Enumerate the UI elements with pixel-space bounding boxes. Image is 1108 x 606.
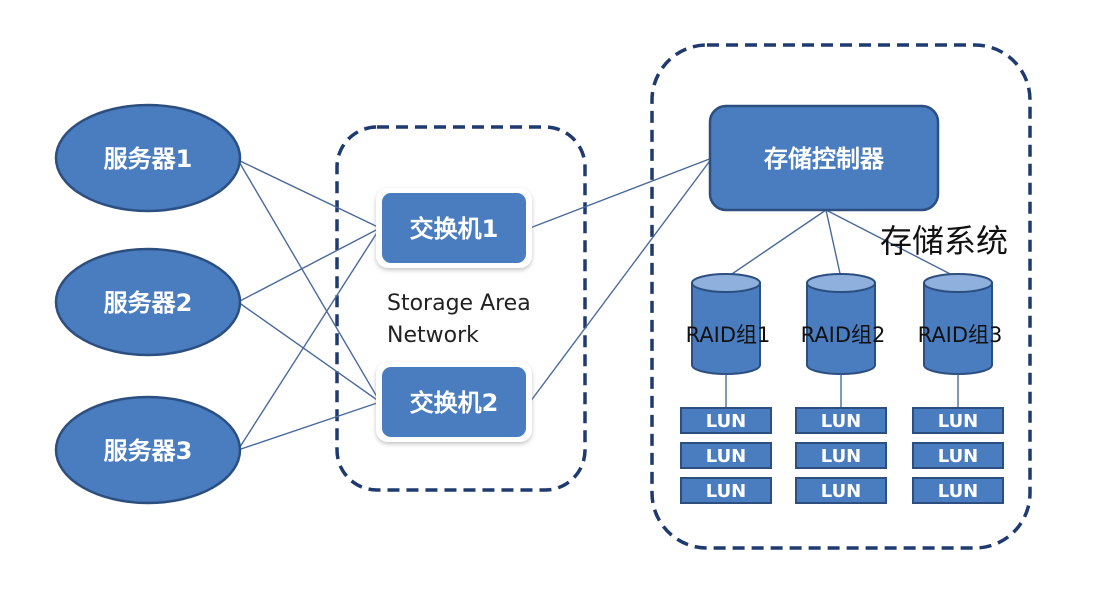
storage-controller-node[interactable]: 存储控制器 <box>708 104 940 212</box>
lun-rect <box>795 477 887 504</box>
switch-label: 交换机2 <box>410 389 499 417</box>
cylinder-top <box>923 273 993 293</box>
lun-box[interactable]: LUN <box>912 442 1004 469</box>
server-node-1[interactable]: 服务器1 <box>54 103 242 213</box>
cylinder-icon <box>923 282 993 375</box>
lun-label: LUN <box>938 446 979 467</box>
connection-links <box>237 157 959 451</box>
link-controller-to-raid-2 <box>825 209 842 279</box>
controller-label: 存储控制器 <box>764 145 885 173</box>
lun-rect <box>912 477 1004 504</box>
link-controller-to-raid-1 <box>725 209 827 279</box>
server-label: 服务器2 <box>104 289 193 317</box>
storage-system-boundary <box>650 43 1032 550</box>
link-server-2-to-switch-2 <box>237 301 381 403</box>
server-label: 服务器3 <box>104 437 193 465</box>
lun-box[interactable]: LUN <box>680 442 772 469</box>
lun-label: LUN <box>706 446 747 467</box>
lun-label: LUN <box>821 481 862 502</box>
san-boundary <box>335 125 587 492</box>
raid-label: RAID组1 <box>686 323 771 347</box>
link-server-1-to-switch-2 <box>237 159 381 403</box>
lun-rect <box>912 442 1004 469</box>
lun-label: LUN <box>938 411 979 432</box>
cylinder-top <box>691 273 761 293</box>
server-node-3[interactable]: 服务器3 <box>54 395 242 505</box>
server-label: 服务器1 <box>104 145 193 173</box>
lun-label: LUN <box>706 411 747 432</box>
lun-box[interactable]: LUN <box>795 407 887 434</box>
san-label-line2: Network <box>387 323 479 348</box>
lun-box[interactable]: LUN <box>912 477 1004 504</box>
lun-box[interactable]: LUN <box>795 442 887 469</box>
lun-rect <box>912 407 1004 434</box>
lun-box[interactable]: LUN <box>912 407 1004 434</box>
link-server-2-to-switch-1 <box>237 227 381 303</box>
lun-rect <box>680 442 772 469</box>
lun-label: LUN <box>706 481 747 502</box>
lun-label: LUN <box>938 481 979 502</box>
lun-box[interactable]: LUN <box>680 477 772 504</box>
lun-rect <box>795 407 887 434</box>
server-node-2[interactable]: 服务器2 <box>54 247 242 357</box>
link-server-1-to-switch-1 <box>237 159 381 229</box>
raid-label: RAID组3 <box>918 323 1003 347</box>
lun-rect <box>680 407 772 434</box>
link-switch-1-to-controller <box>529 157 713 229</box>
switch-label: 交换机1 <box>410 215 499 243</box>
switch-node-1[interactable]: 交换机1 <box>376 188 532 268</box>
link-server-3-to-switch-1 <box>237 227 381 451</box>
raid-label: RAID组2 <box>801 323 886 347</box>
lun-rect <box>680 477 772 504</box>
lun-box[interactable]: LUN <box>680 407 772 434</box>
lun-box[interactable]: LUN <box>795 477 887 504</box>
storage-system-label: 存储系统 <box>880 222 1008 260</box>
cylinder-icon <box>691 282 761 375</box>
lun-rect <box>795 442 887 469</box>
switch-node-2[interactable]: 交换机2 <box>376 362 532 442</box>
cylinder-top <box>806 273 876 293</box>
link-switch-2-to-controller <box>529 157 713 403</box>
link-controller-to-raid-3 <box>825 209 959 279</box>
lun-label: LUN <box>821 446 862 467</box>
link-server-3-to-switch-2 <box>237 401 381 451</box>
san-label-line1: Storage Area <box>387 291 531 316</box>
cylinder-icon <box>806 282 876 375</box>
lun-label: LUN <box>821 411 862 432</box>
